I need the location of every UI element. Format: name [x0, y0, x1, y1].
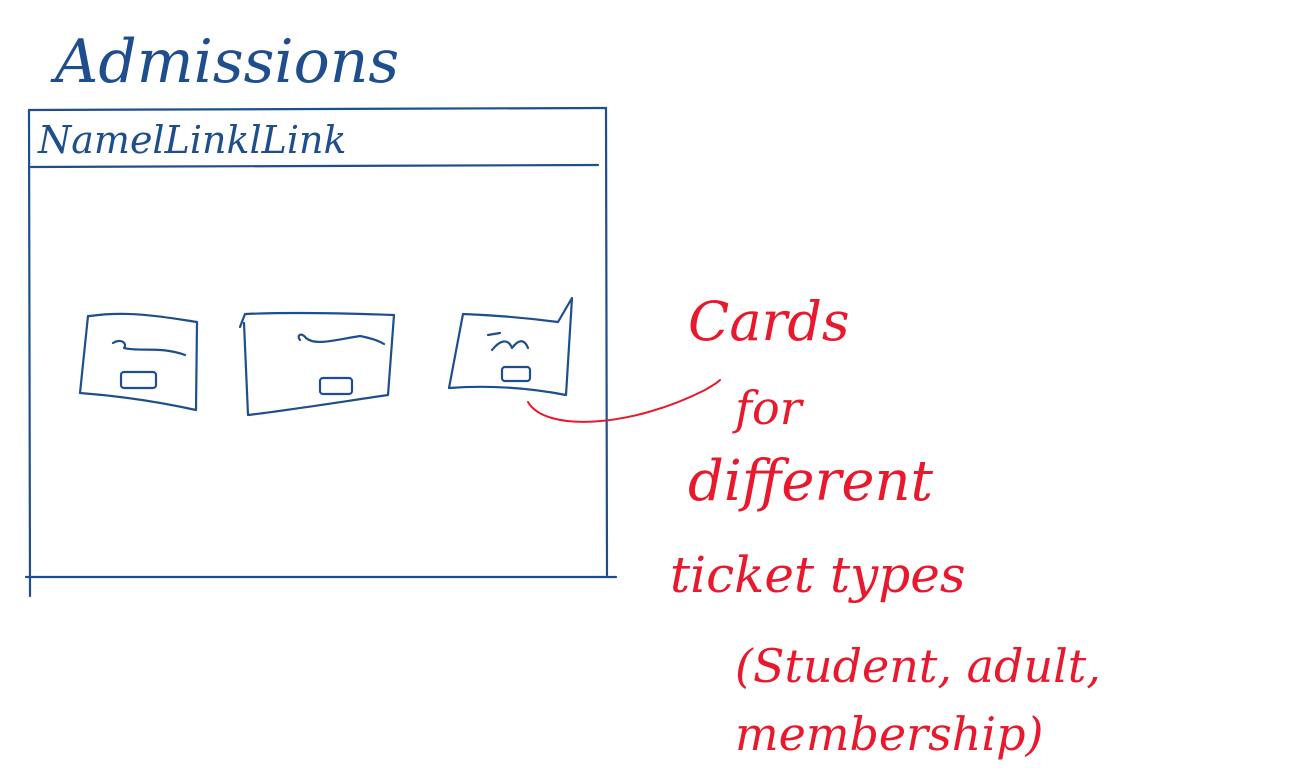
ticket-card-1 [78, 312, 199, 412]
annotation-line-6: membership) [735, 707, 1043, 761]
card-3-outline [447, 296, 574, 397]
card-2-squiggle [297, 333, 386, 346]
card-1-button [119, 370, 158, 390]
card-3-button [500, 365, 532, 383]
annotation-line-2: for [732, 381, 805, 435]
card-2-outline [238, 311, 396, 417]
card-1-outline [78, 312, 199, 412]
card-2-button [318, 376, 354, 396]
frame-top-edge [27, 106, 608, 112]
annotation-line-3: different [688, 449, 934, 514]
navbar-text: NamelLinklLink [37, 118, 347, 162]
frame-left-edge [27, 108, 32, 598]
annotation-line-1: Cards [688, 290, 850, 353]
page-title: Admissions [50, 27, 399, 97]
annotation-line-4: ticket types [670, 546, 966, 604]
card-1-squiggle [111, 339, 187, 357]
annotation-line-5: (Student, adult, [735, 639, 1101, 693]
ticket-card-3 [447, 296, 574, 397]
ticket-card-2 [238, 311, 396, 417]
navbar-divider [29, 163, 600, 169]
page-frame [24, 106, 618, 598]
frame-right-edge [604, 106, 609, 577]
card-3-squiggle [486, 331, 530, 352]
annotation-connector [527, 379, 721, 423]
